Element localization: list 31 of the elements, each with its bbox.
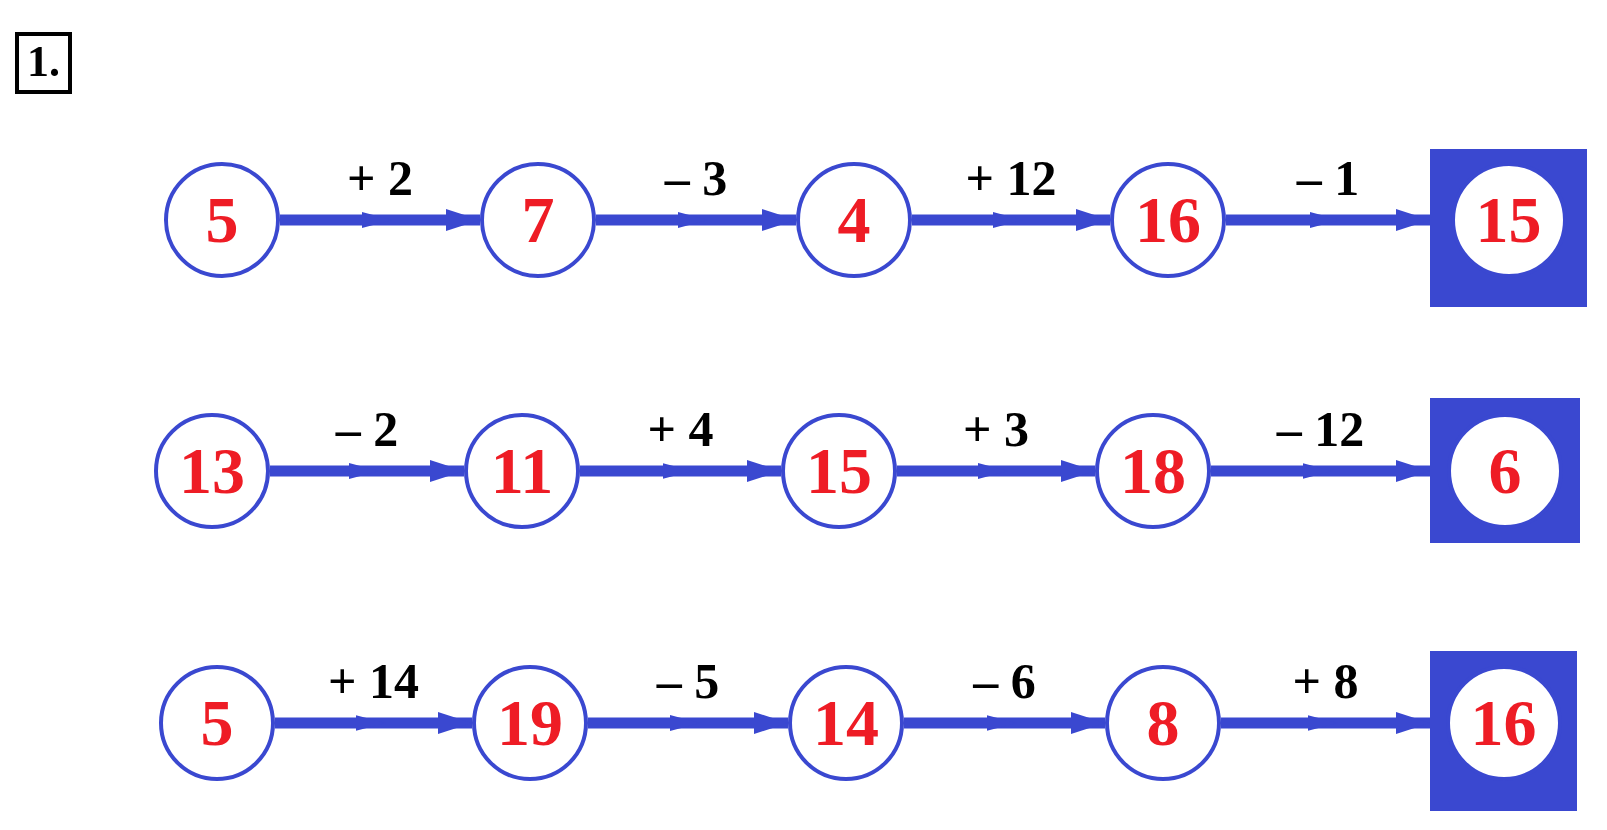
answer-square <box>1430 149 1587 307</box>
arrow <box>270 460 464 482</box>
arrow <box>580 460 781 482</box>
arrow <box>588 712 788 734</box>
arrow <box>596 209 796 231</box>
arrow <box>1211 460 1430 482</box>
task-number: 1. <box>15 32 72 94</box>
number: 6 <box>1488 438 1522 504</box>
number: 16 <box>1135 187 1201 253</box>
number: 15 <box>806 438 872 504</box>
number: 15 <box>1475 187 1542 253</box>
arrow <box>912 209 1110 231</box>
number: 5 <box>205 187 239 253</box>
number: 18 <box>1120 438 1186 504</box>
answer-square <box>1430 651 1577 811</box>
answer-square <box>1430 398 1580 543</box>
arrow <box>897 460 1095 482</box>
number: 4 <box>837 187 871 253</box>
number: 11 <box>490 438 554 504</box>
number: 7 <box>521 187 555 253</box>
arrow <box>275 712 472 734</box>
number: 13 <box>179 438 245 504</box>
arrow <box>1226 209 1430 231</box>
number: 16 <box>1470 690 1537 756</box>
number: 14 <box>813 690 879 756</box>
number: 19 <box>497 690 563 756</box>
arrow <box>280 209 480 231</box>
number: 5 <box>200 690 234 756</box>
number: 8 <box>1146 690 1180 756</box>
arrow <box>904 712 1105 734</box>
arrow <box>1221 712 1430 734</box>
